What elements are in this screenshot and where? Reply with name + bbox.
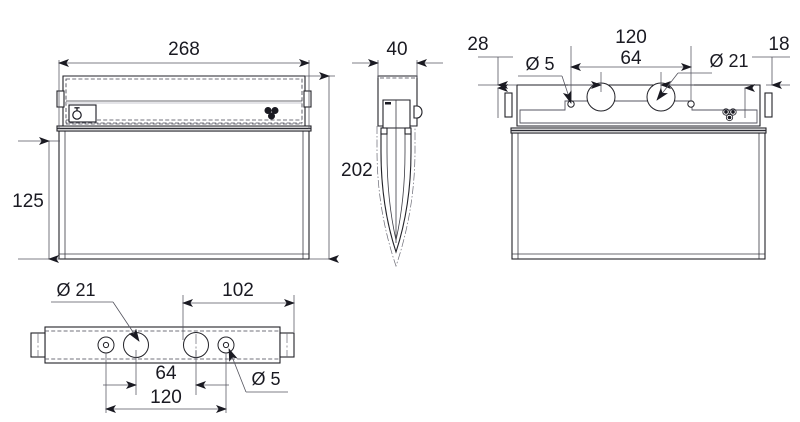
dimension-bottom-span-64: 64: [103, 350, 229, 395]
dim-label-202: 202: [341, 160, 373, 181]
side-left-shoulder-tab: [380, 127, 388, 135]
dimension-rear-span-64: 64: [568, 48, 694, 92]
dim-label-18: 18: [768, 34, 789, 55]
side-view: 40: [352, 39, 443, 268]
rear-left-tab: [504, 92, 513, 118]
dim-label-dia-21-bottom: Ø 21: [56, 280, 95, 300]
dim-label-120: 120: [615, 27, 647, 48]
dim-label-40: 40: [386, 39, 407, 60]
terminal-symbol-icon: [72, 110, 82, 120]
dimension-bottom-span-102: 102: [182, 280, 295, 340]
bottom-body-outline: [44, 326, 281, 364]
dimension-front-width: 268: [58, 39, 310, 129]
side-taper-outline: [380, 131, 412, 254]
dimension-rear-right-offset: 18: [744, 34, 790, 118]
front-right-tab: [303, 90, 312, 108]
dimension-front-total-height: 202: [305, 72, 373, 263]
front-body-outline: [58, 130, 310, 260]
leader-rear-dia-21: Ø 21: [656, 51, 749, 101]
dim-label-dia-5-bottom: Ø 5: [251, 369, 280, 389]
dimension-bottom-span-120: 120: [105, 353, 227, 413]
leader-arrow-bottom-dia21: [112, 301, 140, 342]
dim-label-125: 125: [12, 191, 44, 212]
leader-arrow-bottom-dia5: [228, 348, 247, 393]
side-phantom-taper: [376, 126, 416, 268]
rear-recess-channel: [519, 100, 758, 124]
leader-rear-dia-5: Ø 5: [518, 54, 572, 104]
front-lid-hidden-edge: [65, 78, 303, 124]
bottom-view: Ø 21 Ø 5 102 64 120: [30, 280, 295, 413]
leader-bottom-dia-5: Ø 5: [228, 348, 288, 393]
trefoil-logo: [264, 107, 279, 120]
rear-trefoil-logo: [722, 108, 737, 122]
side-right-shoulder-tab: [404, 127, 412, 135]
dimension-rear-left-offset: 28: [467, 34, 517, 118]
bottom-hole-small-right-bore: [222, 341, 230, 349]
dim-label-bottom-64: 64: [155, 363, 177, 384]
dim-label-dia-21-rear: Ø 21: [709, 51, 748, 71]
dimension-front-body-height: 125: [12, 137, 60, 263]
leader-arrow-dia5: [561, 75, 572, 104]
rear-body-outline: [511, 132, 766, 260]
front-view: 268 125 202: [12, 39, 373, 263]
dim-label-64: 64: [620, 48, 642, 69]
leader-arrow-dia21: [656, 72, 679, 101]
dimension-rear-span-120: 120: [570, 27, 692, 102]
dim-label-102: 102: [222, 280, 254, 301]
dim-label-28: 28: [467, 34, 488, 55]
dim-label-dia-5-rear: Ø 5: [525, 54, 554, 74]
front-left-tab: [56, 90, 65, 108]
dim-label-bottom-120: 120: [150, 387, 182, 408]
dim-label-268: 268: [168, 39, 200, 60]
side-right-knob: [413, 105, 423, 119]
rear-right-tab: [764, 92, 773, 118]
leader-bottom-dia-21: Ø 21: [51, 280, 140, 342]
dimension-side-width: 40: [352, 39, 443, 78]
bottom-hole-small-left-bore: [102, 341, 110, 349]
rear-view: 28 18 120 64 Ø 5: [467, 27, 790, 260]
side-insert-marker: [385, 102, 391, 105]
